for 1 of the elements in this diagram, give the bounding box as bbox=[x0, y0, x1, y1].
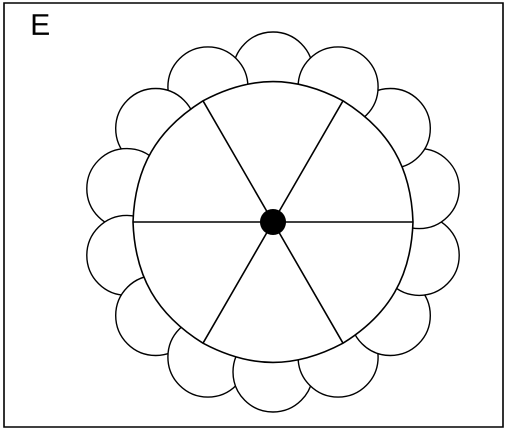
panel-letter: E bbox=[32, 14, 49, 35]
